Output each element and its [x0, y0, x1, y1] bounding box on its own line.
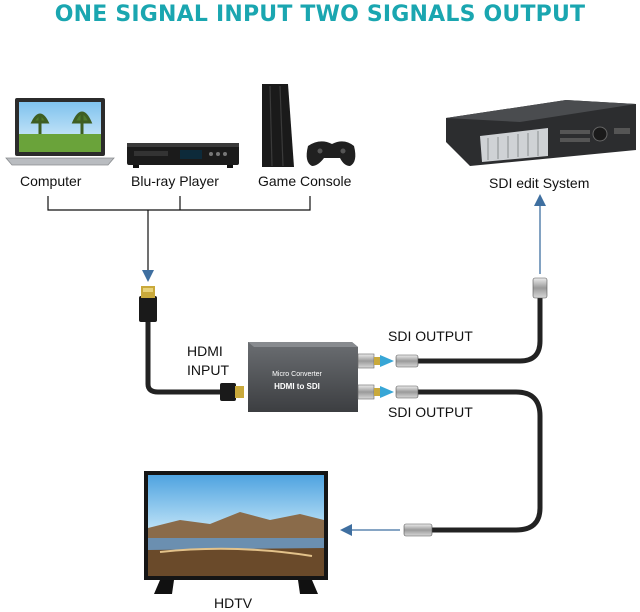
- sdi-cable-top: [395, 277, 548, 368]
- sdi-edit-system-icon: [446, 100, 636, 166]
- game-console-icon: [262, 84, 356, 167]
- sdi-output-label-top: SDI OUTPUT: [388, 328, 473, 344]
- arrow-out-top: [380, 355, 394, 367]
- destination-label-sdi-edit: SDI edit System: [489, 175, 590, 191]
- sdi-connector-top: [357, 353, 382, 369]
- sdi-connector-bottom: [357, 384, 382, 400]
- source-label-bluray: Blu-ray Player: [131, 173, 219, 189]
- arrow-left-to-tv: [340, 524, 352, 536]
- converter-line-2: HDMI to SDI: [274, 382, 320, 391]
- hdmi-cable: [139, 286, 244, 401]
- laptop-icon: [5, 98, 115, 166]
- converter-box: Micro Converter HDMI to SDI: [248, 342, 358, 412]
- arrow-down-to-hdmi: [142, 270, 154, 282]
- source-label-computer: Computer: [20, 173, 82, 189]
- arrow-out-bottom: [380, 386, 394, 398]
- source-bracket: [47, 196, 311, 272]
- hdmi-input-label-line2: INPUT: [187, 362, 229, 378]
- sdi-cable-bottom: [395, 385, 543, 537]
- hdtv-label: HDTV: [214, 595, 253, 611]
- hdmi-input-label-line1: HDMI: [187, 343, 223, 359]
- source-label-game-console: Game Console: [258, 173, 352, 189]
- converter-line-1: Micro Converter: [272, 371, 322, 378]
- tv-icon: [144, 471, 328, 594]
- sdi-output-label-bottom: SDI OUTPUT: [388, 404, 473, 420]
- diagram-title: ONE SIGNAL INPUT TWO SIGNALS OUTPUT: [54, 2, 586, 27]
- bluray-player-icon: [127, 143, 239, 168]
- arrow-up-to-sdi: [534, 194, 546, 206]
